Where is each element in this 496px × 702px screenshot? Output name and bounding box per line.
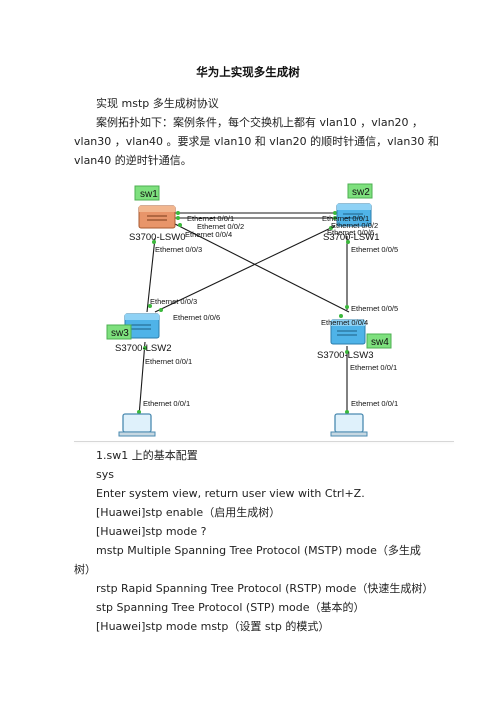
switch-sw3[interactable]: sw3 S3700-LSW2 [106, 313, 172, 354]
switch-sw2[interactable]: sw2 S3700-LSW1 [323, 183, 380, 243]
sw3-tag-bg [106, 324, 132, 340]
config-line: 树） [74, 563, 96, 576]
port-label: Ethernet 0/0/1 [351, 399, 398, 408]
pc-2[interactable] [330, 413, 368, 437]
config-line: Enter system view, return user view with… [96, 487, 365, 500]
port-label: Ethernet 0/0/5 [351, 245, 398, 254]
port-label: Ethernet 0/0/1 [350, 363, 397, 372]
sw3-tag: sw3 [111, 328, 129, 339]
port-label: Ethernet 0/0/2 [331, 221, 378, 230]
port-label: Ethernet 0/0/3 [150, 297, 197, 306]
port-label: Ethernet 0/0/4 [185, 230, 232, 239]
diagram-separator [74, 441, 454, 442]
sw2-tag: sw2 [352, 187, 370, 198]
sw1-tag: sw1 [140, 189, 158, 200]
link-sw1-sw3 [146, 237, 156, 313]
port-label: Ethernet 0/0/4 [321, 318, 368, 327]
config-line: [Huawei]stp mode mstp（设置 stp 的模式） [96, 620, 330, 633]
document-title: 华为上实现多生成树 [196, 65, 300, 79]
link-sw2-sw3 [154, 225, 336, 313]
sw4-tag: sw4 [371, 337, 389, 348]
port-labels: Ethernet 0/0/1 Ethernet 0/0/2 Ethernet 0… [143, 214, 398, 408]
config-line: mstp Multiple Spanning Tree Protocol (MS… [96, 544, 421, 557]
intro-section: 实现 mstp 多生成树协议 案例拓扑如下：案例条件，每个交换机上都有 vlan… [74, 94, 444, 170]
config-line: [Huawei]stp enable（启用生成树） [96, 506, 281, 519]
port-label: Ethernet 0/0/6 [173, 313, 220, 322]
config-line: rstp Rapid Spanning Tree Protocol (RSTP)… [96, 582, 434, 595]
sw2-tag-bg [347, 183, 373, 199]
link-sw3-pc1 [138, 341, 146, 417]
config-line: sys [96, 468, 114, 481]
pc-1[interactable] [118, 413, 156, 437]
switch-sw4[interactable]: sw4 S3700-LSW3 [317, 319, 392, 361]
port-label: Ethernet 0/0/1 [187, 214, 234, 223]
port-label: Ethernet 0/0/1 [143, 399, 190, 408]
port-label: Ethernet 0/0/5 [351, 304, 398, 313]
port-label: Ethernet 0/0/3 [155, 245, 202, 254]
port-label: Ethernet 0/0/1 [145, 357, 192, 366]
link-sw1-sw4 [174, 223, 350, 313]
sw1-name: S3700-LSW0 [129, 232, 186, 243]
topology-links [138, 212, 350, 417]
switch-sw1[interactable]: sw1 S3700-LSW0 [129, 185, 186, 243]
sw1-tag-bg [134, 185, 160, 201]
port-indicators [137, 211, 350, 414]
sw4-name: S3700-LSW3 [317, 350, 374, 361]
port-label: Ethernet 0/0/2 [197, 222, 244, 231]
sw4-tag-bg [366, 333, 392, 349]
sw3-name: S3700-LSW2 [115, 343, 172, 354]
intro-text: 案例拓扑如下：案例条件，每个交换机上都有 vlan10 ，vlan20 ，vla… [74, 116, 439, 167]
config-line: [Huawei]stp mode ? [96, 525, 207, 538]
port-label: Ethernet 0/0/6 [327, 228, 374, 237]
config-line: stp Spanning Tree Protocol (STP) mode（基本… [96, 601, 365, 614]
config-line: 1.sw1 上的基本配置 [96, 449, 198, 462]
port-label: Ethernet 0/0/1 [322, 214, 369, 223]
config-steps: 1.sw1 上的基本配置 sys Enter system view, retu… [74, 446, 444, 636]
intro-heading: 实现 mstp 多生成树协议 [96, 97, 219, 110]
sw2-name: S3700-LSW1 [323, 232, 380, 243]
network-topology-diagram: sw1 S3700-LSW0 sw2 S3700-LSW1 sw3 S3700-… [106, 183, 398, 437]
